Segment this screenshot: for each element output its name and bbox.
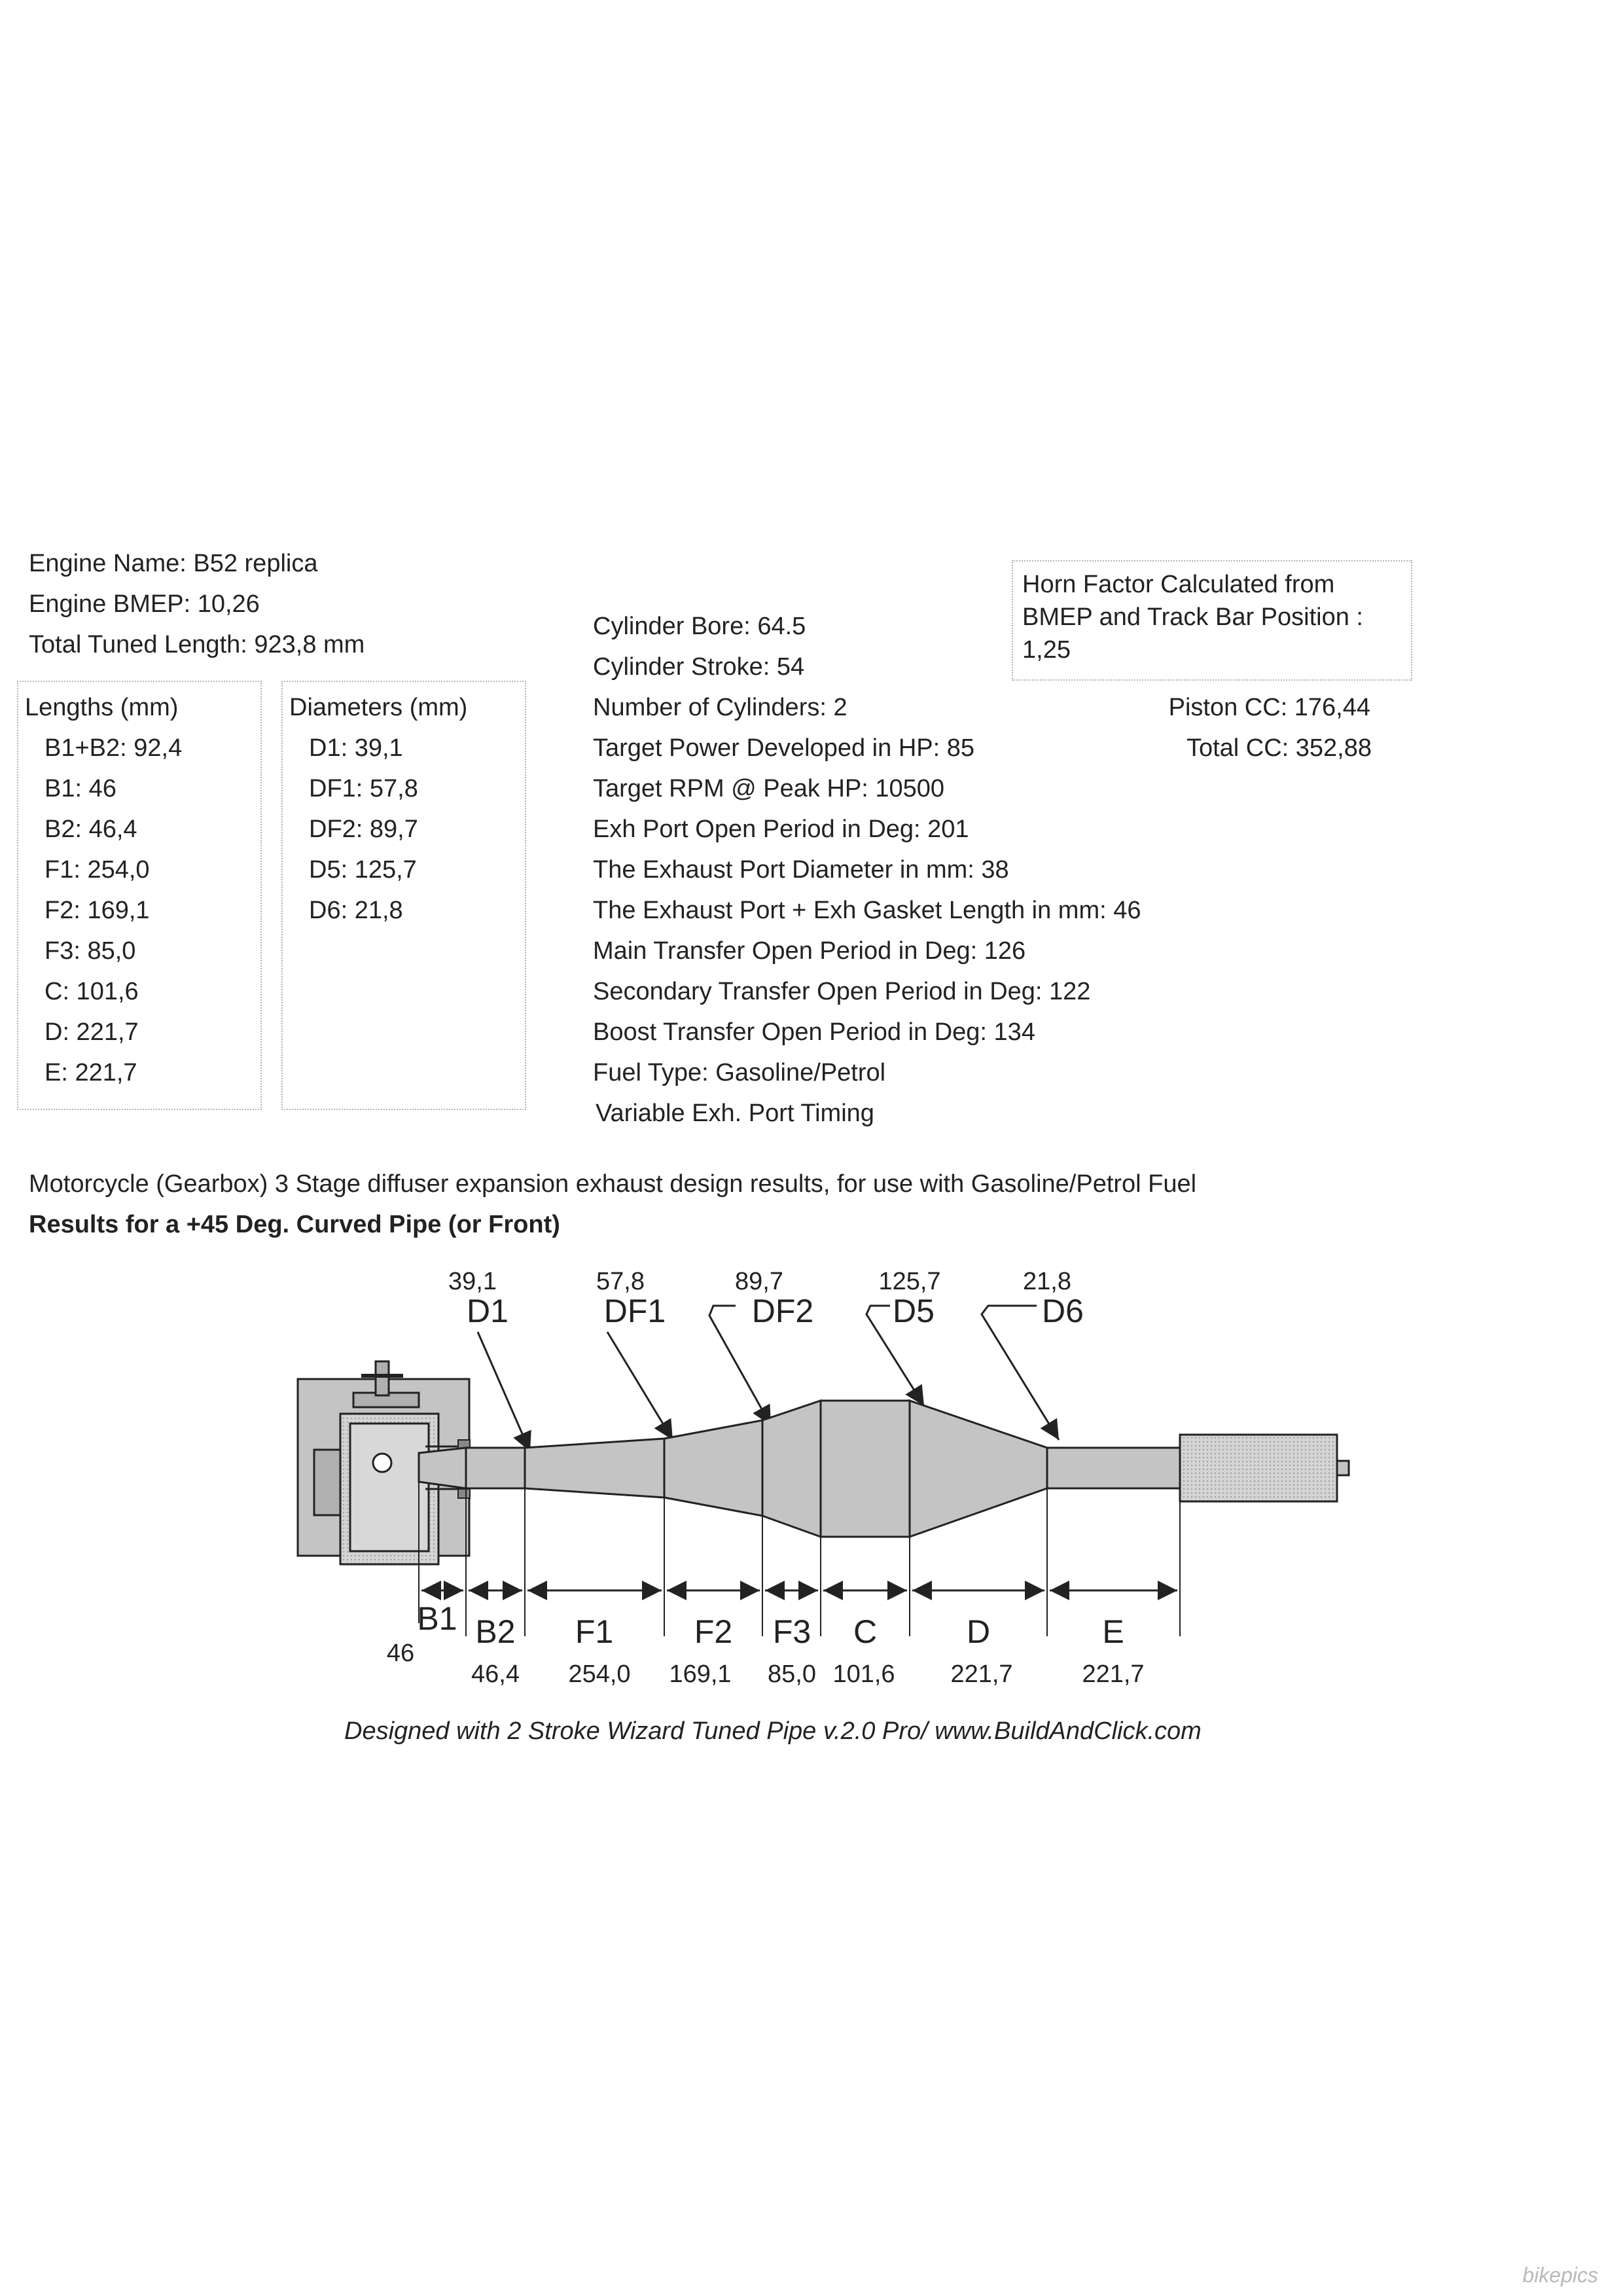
d6-label: D6 xyxy=(1042,1293,1084,1329)
length-e: E: 221,7 xyxy=(45,1059,137,1086)
df2-value: 89,7 xyxy=(735,1268,783,1295)
b1-value: 46 xyxy=(387,1640,414,1667)
length-f2: F2: 169,1 xyxy=(45,897,150,924)
spec-exh-diameter: The Exhaust Port Diameter in mm: 38 xyxy=(593,856,1009,884)
d1-label: D1 xyxy=(467,1293,508,1329)
d5-value: 125,7 xyxy=(878,1268,940,1295)
d5-arrow xyxy=(865,1304,925,1407)
watermark-logo: bikepics xyxy=(1522,2263,1598,2287)
pipe-header xyxy=(418,1446,467,1490)
silencer xyxy=(1179,1433,1338,1503)
diameter-df1: DF1: 57,8 xyxy=(309,775,418,802)
pointer-arrows xyxy=(476,1304,1060,1452)
pipe-b2 xyxy=(465,1446,526,1490)
lengths-panel xyxy=(17,681,262,1110)
piston-cc: Piston CC: 176,44 xyxy=(1168,694,1370,721)
engine-name: Engine Name: B52 replica xyxy=(29,550,318,577)
lengths-header: Lengths (mm) xyxy=(25,694,179,721)
d6-arrow xyxy=(980,1304,1060,1441)
pipe-f3 xyxy=(761,1399,822,1539)
results-title: Results for a +45 Deg. Curved Pipe (or F… xyxy=(29,1211,560,1238)
pipe-f2 xyxy=(663,1419,764,1517)
e-value: 221,7 xyxy=(1082,1660,1144,1688)
spec-secondary-transfer: Secondary Transfer Open Period in Deg: 1… xyxy=(593,978,1091,1005)
pipe-body xyxy=(418,1399,1350,1539)
d1-arrow xyxy=(476,1331,531,1452)
diameter-df2: DF2: 89,7 xyxy=(309,816,418,843)
spec-variable-timing: Variable Exh. Port Timing xyxy=(596,1100,874,1127)
horn-factor-box: Horn Factor Calculated from BMEP and Tra… xyxy=(1012,560,1412,681)
design-description: Motorcycle (Gearbox) 3 Stage diffuser ex… xyxy=(29,1170,1197,1198)
df1-label: DF1 xyxy=(604,1293,666,1329)
section-labels: B1 46 B2 46,4 F1 254,0 F2 169,1 F3 85,0 … xyxy=(387,1600,1145,1688)
d-label: D xyxy=(967,1613,990,1650)
spec-cylinders: Number of Cylinders: 2 xyxy=(593,694,847,721)
exhaust-diagram: 39,1 D1 57,8 DF1 89,7 DF2 125,7 D5 21,8 … xyxy=(296,1268,1350,1688)
horn-factor-line-3: 1,25 xyxy=(1022,636,1071,664)
f2-label: F2 xyxy=(694,1613,732,1650)
spec-bore: Cylinder Bore: 64.5 xyxy=(593,613,806,640)
length-d: D: 221,7 xyxy=(45,1018,139,1046)
length-b2: B2: 46,4 xyxy=(45,816,137,843)
b2-label: B2 xyxy=(475,1613,515,1650)
spec-power: Target Power Developed in HP: 85 xyxy=(593,734,974,762)
d5-label: D5 xyxy=(893,1293,935,1329)
spec-rpm: Target RPM @ Peak HP: 10500 xyxy=(593,775,945,802)
extension-lines xyxy=(418,1482,1181,1636)
pipe-c xyxy=(819,1399,911,1538)
f1-value: 254,0 xyxy=(568,1660,630,1688)
spec-exh-gasket: The Exhaust Port + Exh Gasket Length in … xyxy=(593,897,1141,924)
f3-label: F3 xyxy=(773,1613,811,1650)
length-f1: F1: 254,0 xyxy=(45,856,150,884)
c-value: 101,6 xyxy=(832,1660,895,1688)
pipe-d xyxy=(908,1399,1048,1539)
f1-label: F1 xyxy=(575,1613,613,1650)
f2-value: 169,1 xyxy=(669,1660,731,1688)
length-b1b2: B1+B2: 92,4 xyxy=(45,734,183,762)
total-tuned-length: Total Tuned Length: 923,8 mm xyxy=(29,631,365,658)
d1-value: 39,1 xyxy=(448,1268,497,1295)
b1-label: B1 xyxy=(417,1600,457,1637)
spec-stroke: Cylinder Stroke: 54 xyxy=(593,653,805,681)
length-f3: F3: 85,0 xyxy=(45,937,136,965)
total-cc: Total CC: 352,88 xyxy=(1186,734,1372,762)
horn-factor-line-2: BMEP and Track Bar Position : xyxy=(1022,603,1363,631)
df1-arrow xyxy=(606,1331,674,1441)
engine-bmep: Engine BMEP: 10,26 xyxy=(29,590,260,618)
d-value: 221,7 xyxy=(950,1660,1012,1688)
diameter-d6: D6: 21,8 xyxy=(309,897,403,924)
df2-arrow xyxy=(708,1304,772,1426)
diameters-panel xyxy=(281,681,526,1110)
spec-boost-transfer: Boost Transfer Open Period in Deg: 134 xyxy=(593,1018,1035,1046)
spec-main-transfer: Main Transfer Open Period in Deg: 126 xyxy=(593,937,1026,965)
c-label: C xyxy=(853,1613,877,1650)
spec-fuel-type: Fuel Type: Gasoline/Petrol xyxy=(593,1059,886,1086)
f3-value: 85,0 xyxy=(768,1660,816,1688)
length-b1: B1: 46 xyxy=(45,775,116,802)
df2-label: DF2 xyxy=(752,1293,813,1329)
diameter-labels: 39,1 D1 57,8 DF1 89,7 DF2 125,7 D5 21,8 … xyxy=(448,1268,1084,1329)
diameter-d1: D1: 39,1 xyxy=(309,734,403,762)
d6-value: 21,8 xyxy=(1023,1268,1071,1295)
pipe-e xyxy=(1046,1446,1181,1490)
diameters-header: Diameters (mm) xyxy=(289,694,468,721)
spec-exh-open: Exh Port Open Period in Deg: 201 xyxy=(593,816,969,843)
horn-factor-line-1: Horn Factor Calculated from xyxy=(1022,571,1335,598)
tailpipe xyxy=(1336,1460,1350,1477)
b2-value: 46,4 xyxy=(471,1660,520,1688)
length-c: C: 101,6 xyxy=(45,978,139,1005)
pipe-f1 xyxy=(524,1437,666,1499)
df1-value: 57,8 xyxy=(596,1268,645,1295)
e-label: E xyxy=(1102,1613,1124,1650)
credit-line: Designed with 2 Stroke Wizard Tuned Pipe… xyxy=(344,1717,1202,1745)
diameter-d5: D5: 125,7 xyxy=(309,856,417,884)
